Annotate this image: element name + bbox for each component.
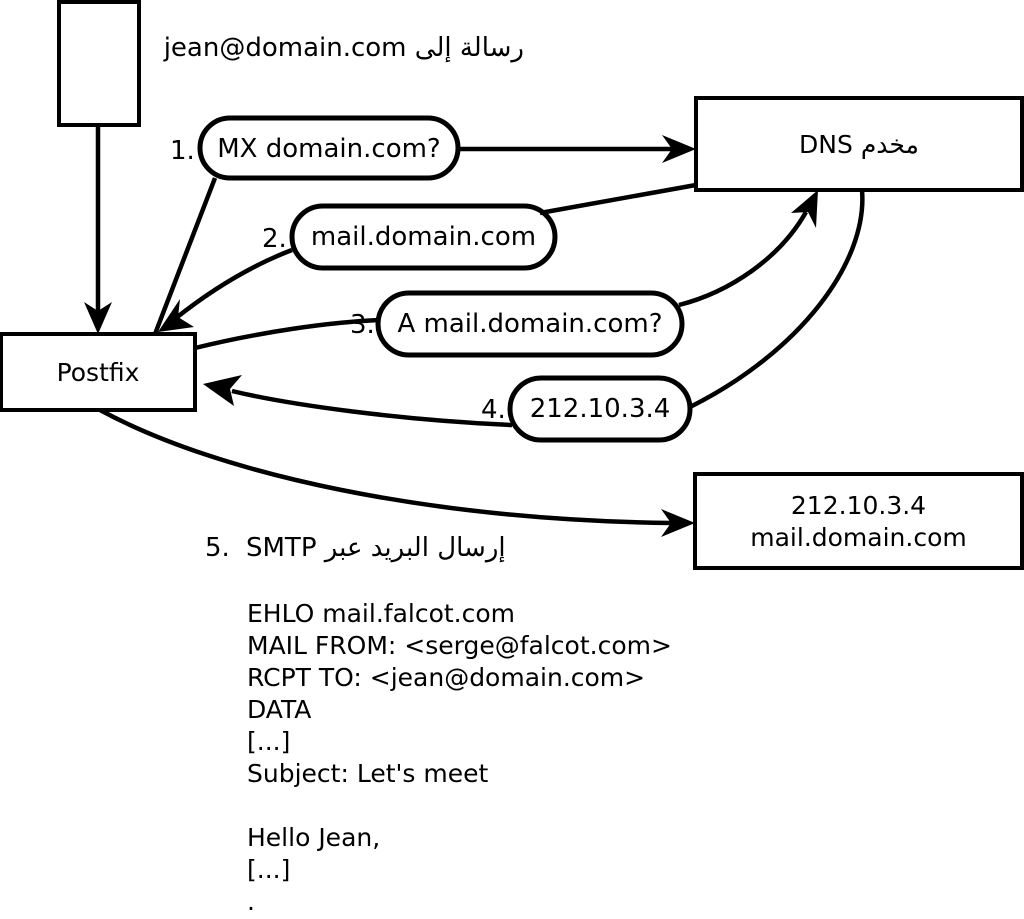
- step-1-number: 1.: [170, 136, 195, 166]
- bubble-step-4: [507, 375, 693, 443]
- step-4-number: 4.: [481, 395, 506, 425]
- edge-bubble2-to-postfix: [174, 247, 293, 320]
- step-3-number: 3.: [350, 310, 375, 340]
- bubble-step-3: [375, 290, 685, 358]
- dns-server-box: [694, 96, 1024, 192]
- smtp-transcript-line: .: [247, 887, 255, 916]
- bubble-step-2: [289, 203, 558, 271]
- arrowhead-postfix-to-target: [661, 509, 695, 537]
- smtp-transcript-line: [...]: [247, 727, 291, 756]
- step-5-label: إرسال البريد عبر SMTP: [246, 533, 506, 563]
- smtp-transcript-line: RCPT TO: <jean@domain.com>: [247, 663, 646, 692]
- client-box: [57, 0, 141, 127]
- edge-dns-to-bubble4: [688, 189, 865, 410]
- step-5-number: 5.: [205, 533, 230, 563]
- target-box-label-line1: 212.10.3.4: [790, 491, 927, 520]
- smtp-transcript-line: [...]: [247, 855, 291, 884]
- bubble-step-2-label: mail.domain.com: [310, 222, 537, 252]
- edge-postfix-to-target: [98, 408, 673, 526]
- step-2-number: 2.: [262, 224, 287, 254]
- dns-box-label: مخدم DNS: [799, 130, 919, 159]
- arrowhead-bubble4-to-postfix: [203, 375, 242, 406]
- target-mail-server-box: [693, 472, 1024, 570]
- edge-bubble3-to-dns: [678, 210, 808, 308]
- arrowhead-client-to-postfix: [84, 302, 112, 334]
- smtp-transcript-line: MAIL FROM: <serge@falcot.com>: [247, 631, 672, 660]
- target-box-label-line2: mail.domain.com: [750, 523, 967, 552]
- bubble-step-3-label: A mail.domain.com?: [397, 309, 663, 339]
- smtp-transcript-line: DATA: [247, 695, 312, 724]
- bubble-step-1-label: MX domain.com?: [217, 134, 441, 164]
- arrowhead-bubble3-to-dns: [791, 190, 818, 228]
- edge-postfix-to-bubble3: [194, 317, 381, 351]
- diagram-title: رسالة إلى jean@domain.com: [163, 33, 524, 63]
- edge-dns-to-bubble2: [539, 182, 697, 216]
- postfix-box: [0, 332, 197, 412]
- postfix-box-label: Postfix: [56, 358, 140, 387]
- bubble-step-4-label: 212.10.3.4: [529, 394, 671, 424]
- smtp-transcript-line: [247, 790, 672, 822]
- edge-postfix-to-bubble1: [152, 177, 218, 335]
- arrowhead-bubble1-to-dns: [662, 135, 696, 163]
- smtp-transcript-line: EHLO mail.falcot.com: [247, 599, 516, 628]
- edge-bubble4-to-postfix: [231, 388, 513, 428]
- smtp-transcript-line: Subject: Let's meet: [247, 759, 489, 788]
- arrowhead-bubble2-to-postfix: [158, 299, 194, 332]
- smtp-transcript-line: Hello Jean,: [247, 823, 381, 852]
